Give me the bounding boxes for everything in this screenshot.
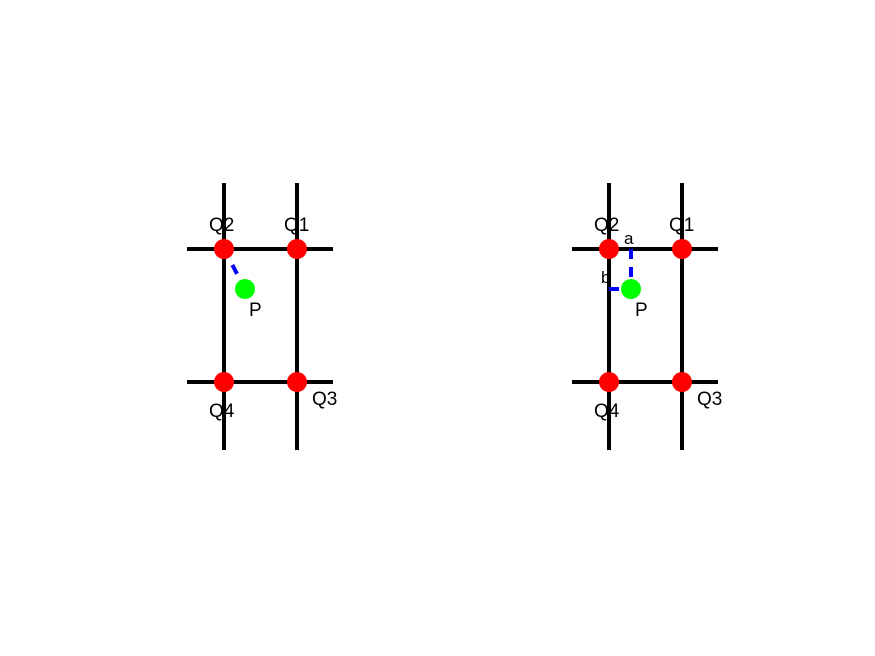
left-label-q4: Q4 [209, 401, 235, 422]
left-panel: Q2 Q1 Q4 Q3 P [187, 183, 337, 450]
right-label-q2: Q2 [594, 215, 619, 236]
left-point-p [235, 279, 255, 299]
left-label-q1: Q1 [284, 215, 309, 236]
left-node-q4 [214, 372, 234, 392]
right-label-q1: Q1 [669, 215, 694, 236]
right-label-q3: Q3 [697, 389, 722, 410]
left-node-q1 [287, 239, 307, 259]
right-panel: Q2 Q1 Q4 Q3 P a b [572, 183, 722, 450]
right-node-q2 [599, 239, 619, 259]
right-grid-lines [572, 183, 718, 450]
right-label-a: a [624, 229, 634, 248]
right-point-p [621, 279, 641, 299]
right-label-p: P [635, 300, 648, 321]
right-node-q3 [672, 372, 692, 392]
left-node-q2 [214, 239, 234, 259]
left-label-q3: Q3 [312, 389, 337, 410]
left-node-q3 [287, 372, 307, 392]
right-label-q4: Q4 [594, 401, 620, 422]
left-grid-lines [187, 183, 333, 450]
right-node-q1 [672, 239, 692, 259]
left-label-p: P [249, 300, 262, 321]
right-label-b: b [601, 268, 610, 287]
left-label-q2: Q2 [209, 215, 234, 236]
right-node-q4 [599, 372, 619, 392]
